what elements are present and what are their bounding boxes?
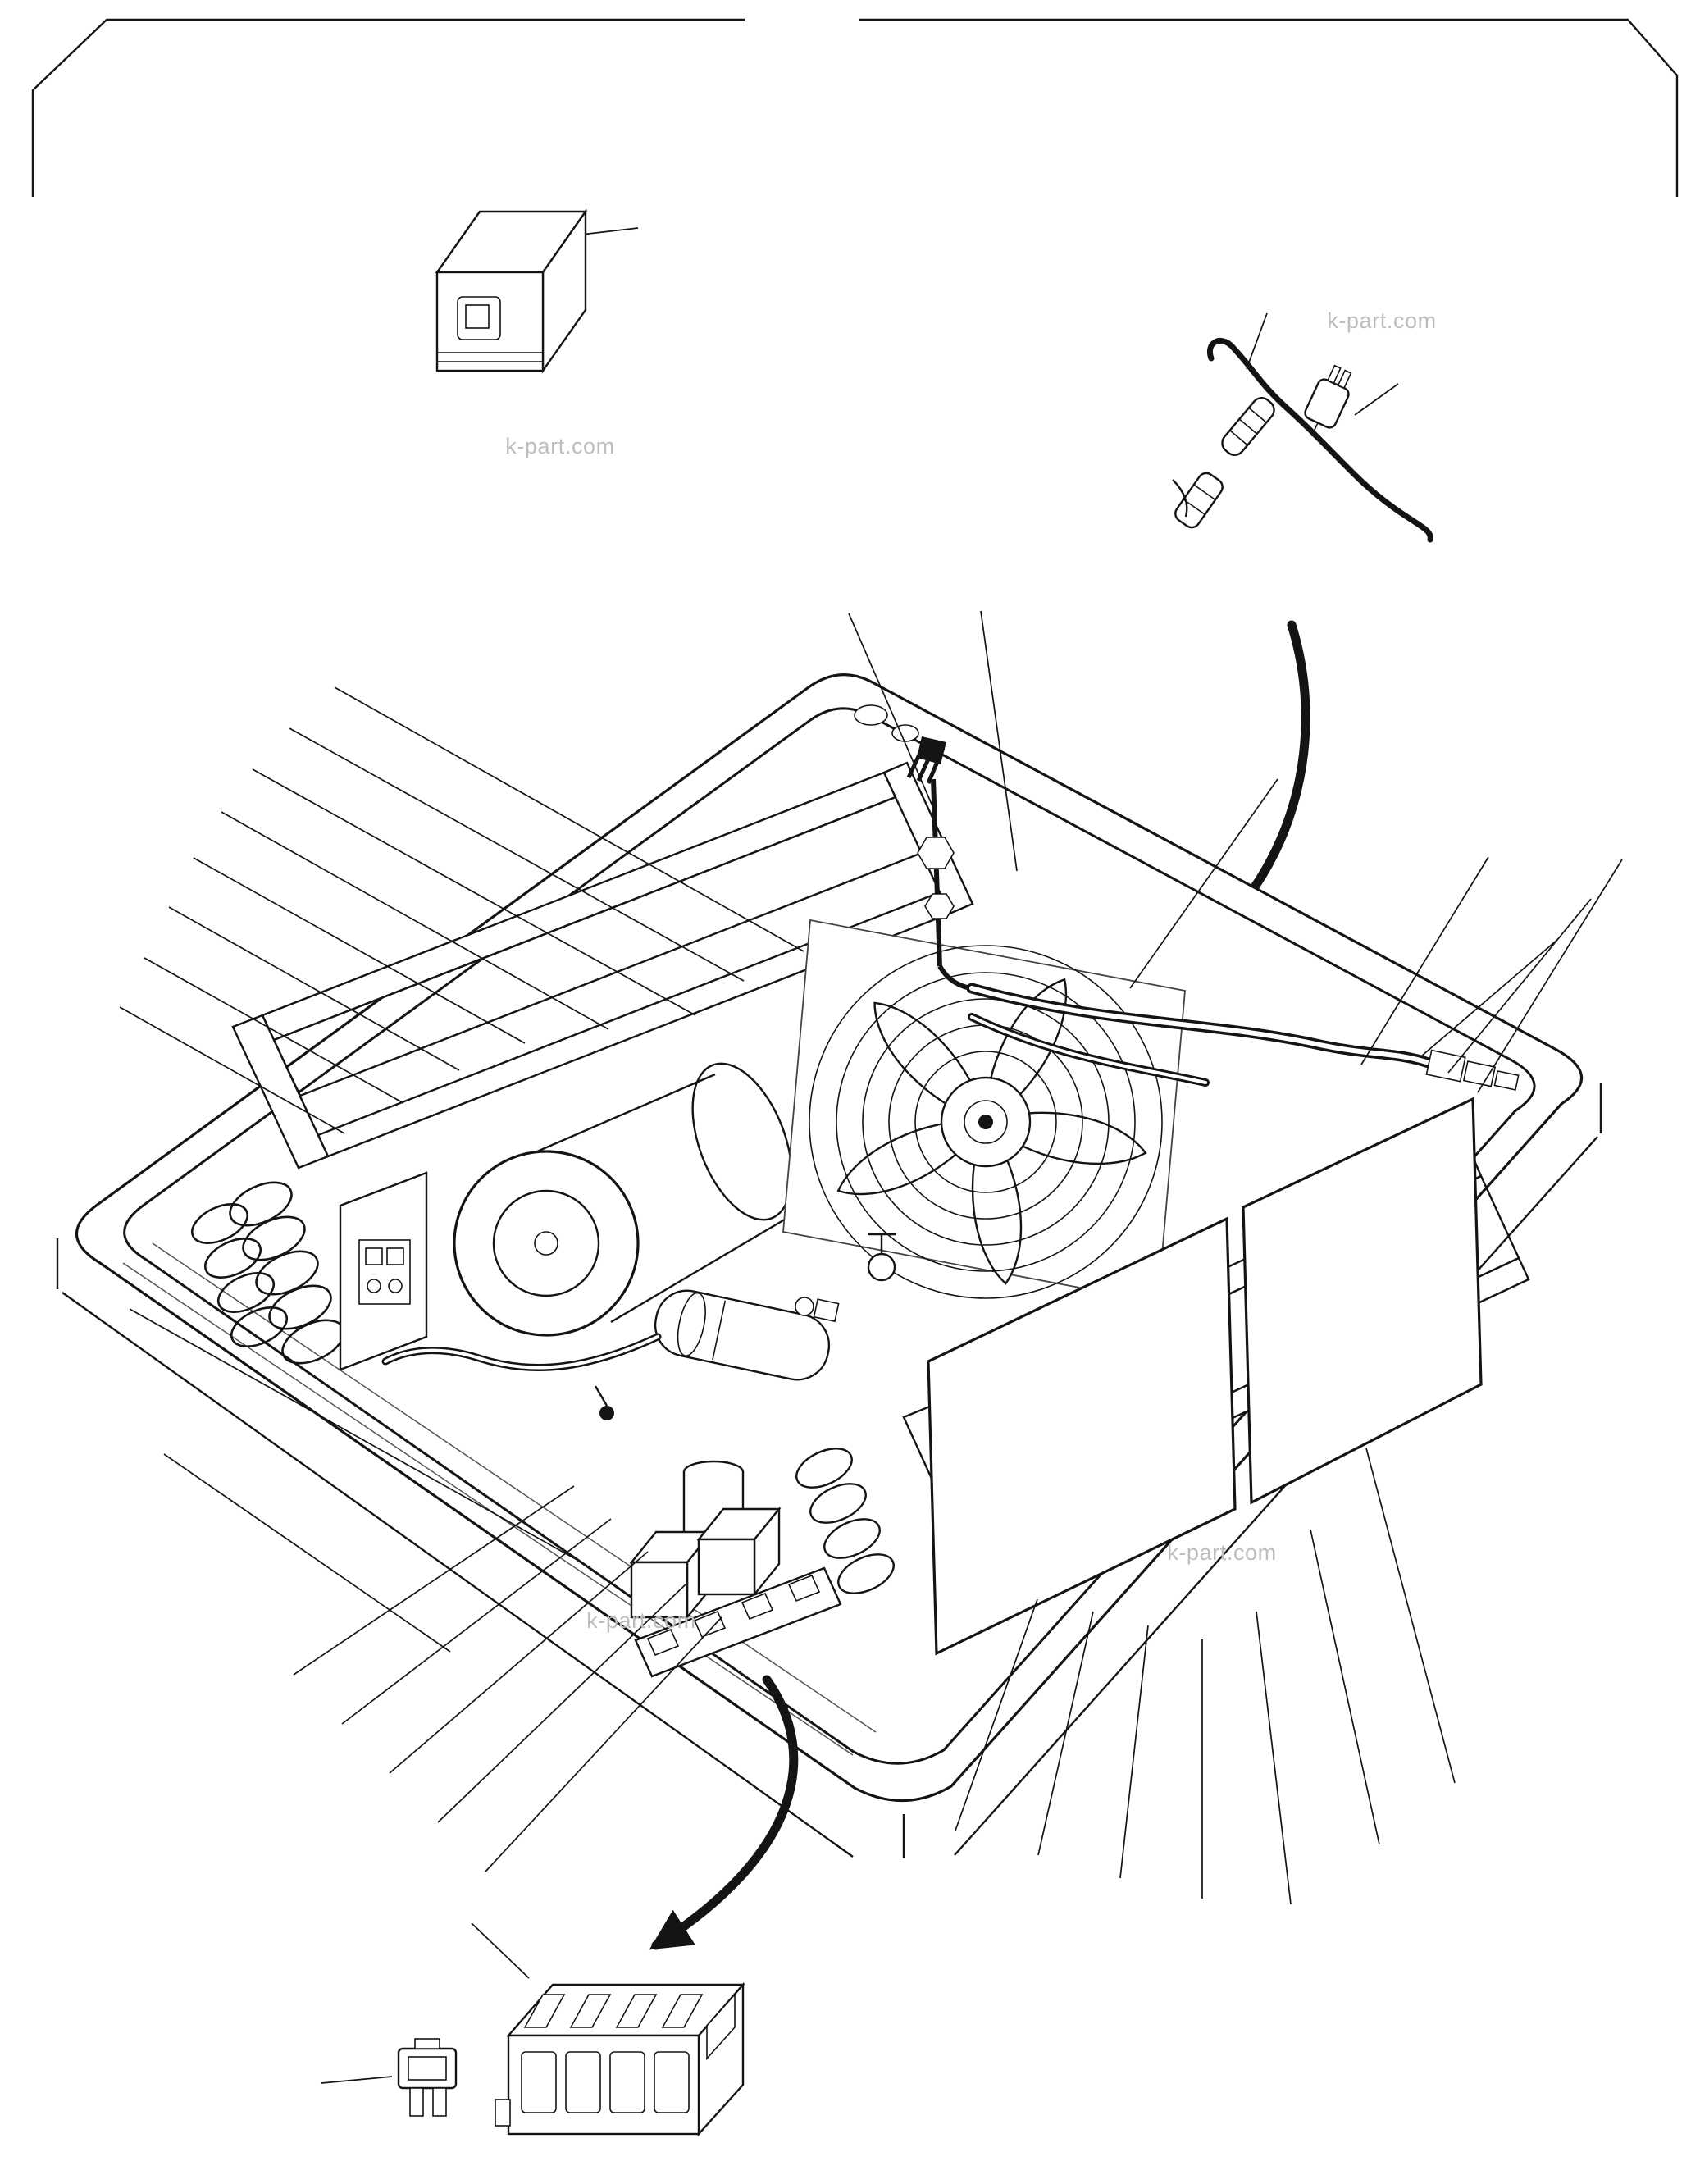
leader-lines <box>119 610 1623 2084</box>
blade-fuse <box>397 2038 458 2117</box>
rear-condenser-coil <box>231 761 974 1170</box>
terminal-strip <box>634 1566 842 1678</box>
fuse-box <box>495 1981 745 2137</box>
watermark: k-part.com <box>1167 1540 1277 1565</box>
terminal-panel <box>339 1171 428 1371</box>
refrigerant-hose <box>966 983 1520 1091</box>
wiring-harness <box>1172 312 1433 543</box>
corner-trim-marks <box>31 18 1679 197</box>
assembly <box>56 673 1602 1858</box>
watermark: k-part.com <box>586 1608 696 1633</box>
temperature-sensor <box>1221 397 1275 456</box>
service-valve <box>594 1233 896 1420</box>
watermark: k-part.com <box>505 434 615 458</box>
axial-fan <box>809 945 1163 1299</box>
blower-assembly <box>453 1062 798 1337</box>
fan-guard <box>809 945 1163 1299</box>
watermark: k-part.com <box>1327 308 1437 333</box>
control-box <box>435 208 639 374</box>
connector <box>1174 472 1224 529</box>
protective-grille-left <box>927 1216 1237 1656</box>
receiver-drier <box>654 1289 840 1381</box>
protective-grille-right <box>1242 1097 1483 1505</box>
watermarks: k-part.com k-part.com k-part.com k-part.… <box>505 308 1437 1633</box>
relay-blocks <box>629 1506 782 1621</box>
flow-arrow-bottom <box>649 1675 799 1950</box>
power-plug <box>1304 364 1352 437</box>
coil-tube-loops <box>190 1181 345 1365</box>
